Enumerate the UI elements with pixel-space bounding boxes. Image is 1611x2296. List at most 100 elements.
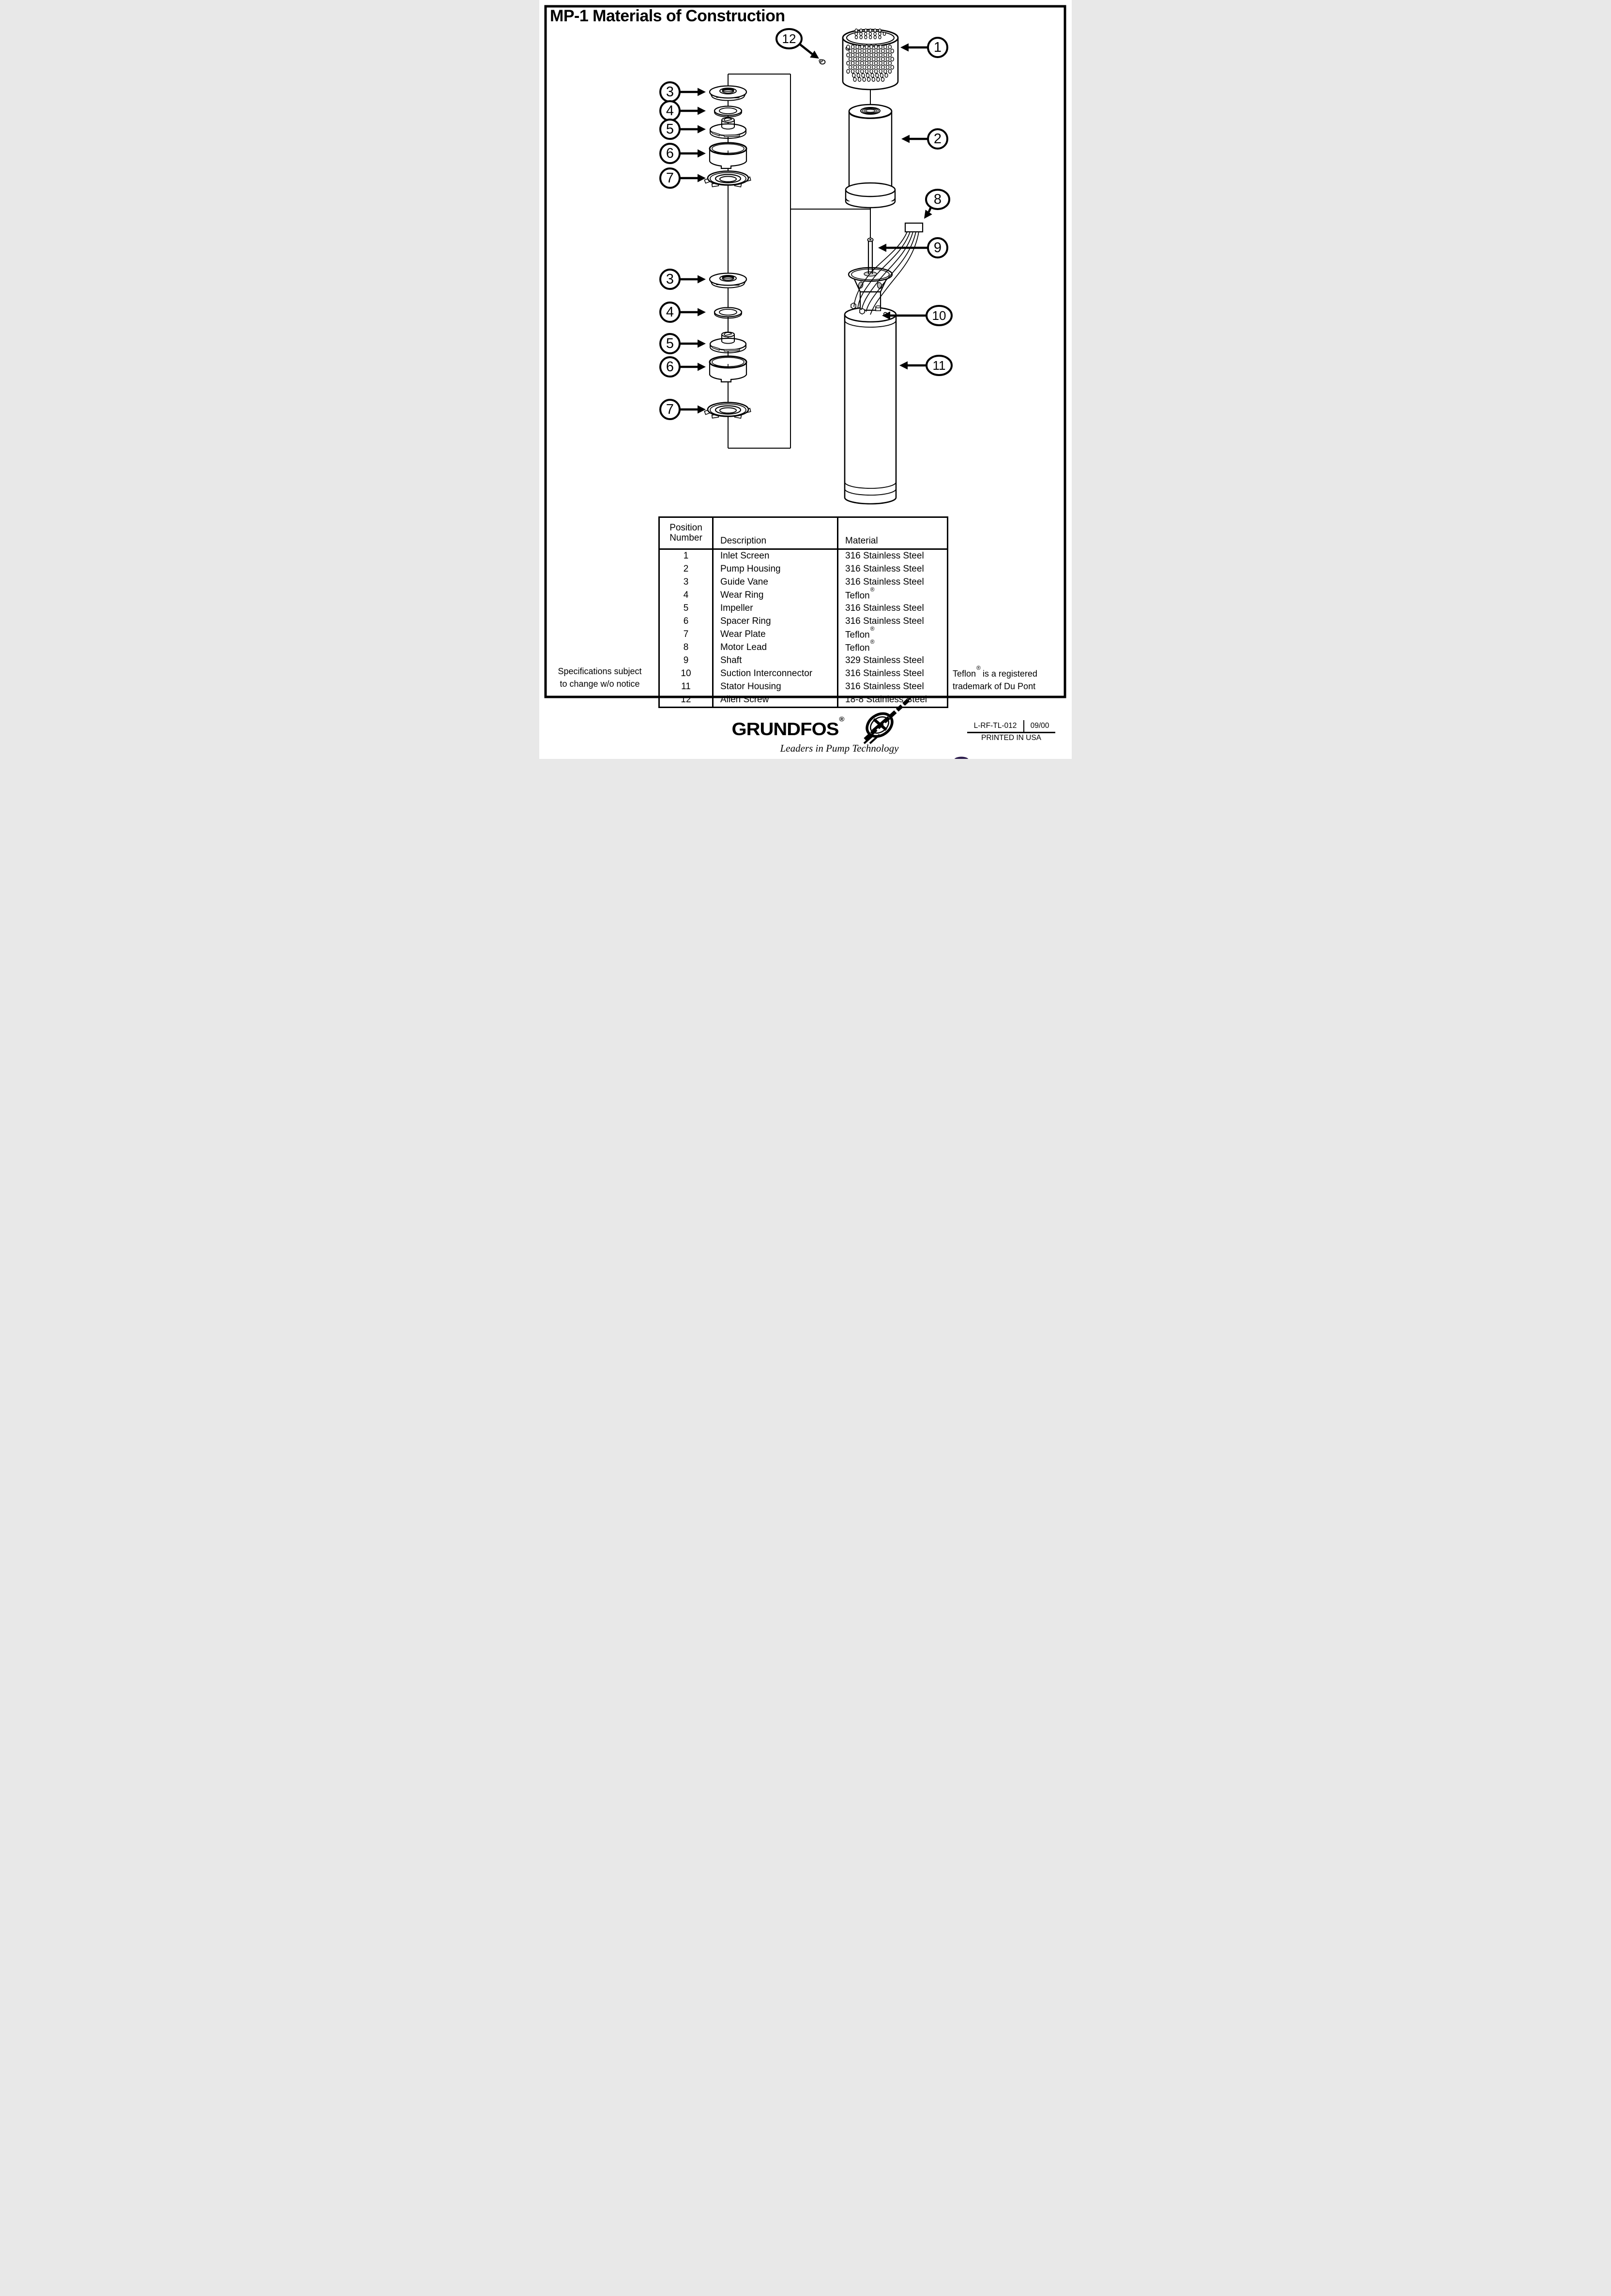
cell-material: Teflon® bbox=[837, 638, 948, 654]
callout-suction-interconnector: 10 bbox=[882, 305, 953, 326]
scan-artifact bbox=[954, 756, 969, 759]
assembly-routing-lines bbox=[728, 74, 871, 449]
cell-position: 2 bbox=[683, 564, 689, 574]
cell-description: Wear Plate bbox=[712, 628, 838, 641]
teflon-trademark-note: Teflon® is a registered trademark of Du … bbox=[953, 665, 1037, 691]
svg-text:10: 10 bbox=[932, 308, 946, 323]
svg-text:7: 7 bbox=[666, 170, 674, 186]
registered-mark: ® bbox=[870, 586, 875, 593]
motor-lead-connector bbox=[904, 222, 924, 233]
guide-vane bbox=[709, 85, 747, 101]
callout-wear-plate-stage2: 7 bbox=[659, 399, 706, 420]
svg-text:4: 4 bbox=[666, 304, 674, 320]
callout-impeller-stage2: 5 bbox=[659, 333, 706, 354]
screen-perforations bbox=[846, 29, 894, 82]
cell-material: 316 Stainless Steel bbox=[837, 615, 948, 628]
allen-screw bbox=[819, 59, 826, 65]
spacer-ring bbox=[709, 355, 747, 383]
doc-date: 09/00 bbox=[1023, 720, 1055, 732]
svg-text:7: 7 bbox=[666, 402, 674, 417]
svg-text:5: 5 bbox=[666, 336, 674, 351]
cell-description: Inlet Screen bbox=[712, 549, 838, 563]
svg-text:8: 8 bbox=[934, 192, 942, 207]
svg-text:12: 12 bbox=[782, 31, 796, 46]
svg-text:9: 9 bbox=[934, 240, 942, 256]
grundfos-logo: GRUNDFOS® bbox=[731, 715, 845, 740]
stator-housing bbox=[844, 306, 897, 505]
cell-material: 316 Stainless Steel bbox=[837, 602, 948, 615]
cell-description: Shaft bbox=[712, 654, 838, 667]
col-header-position: Position Number bbox=[659, 517, 713, 550]
cell-material: Teflon® bbox=[837, 586, 948, 602]
wear-plate bbox=[704, 170, 751, 188]
doc-number: L-RF-TL-012 bbox=[973, 722, 1017, 730]
svg-text:11: 11 bbox=[933, 358, 946, 373]
svg-text:6: 6 bbox=[666, 146, 674, 161]
document-reference: L-RF-TL-012 09/00 bbox=[967, 720, 1055, 733]
spacer-ring bbox=[709, 142, 747, 169]
impeller bbox=[709, 332, 747, 353]
cell-position: 5 bbox=[683, 603, 689, 614]
callout-spacer-ring-stage2: 6 bbox=[659, 356, 706, 378]
cell-position: 3 bbox=[683, 577, 689, 588]
callout-pump-housing: 2 bbox=[901, 128, 948, 150]
cell-description: Guide Vane bbox=[712, 576, 838, 589]
registered-mark: ® bbox=[870, 625, 875, 632]
cell-description: Motor Lead bbox=[712, 641, 838, 654]
col-header-description: Description bbox=[712, 517, 838, 550]
cell-position: 10 bbox=[681, 668, 691, 679]
cell-material: 18-8 Stainless Steel bbox=[837, 694, 948, 708]
cell-description: Allen Screw bbox=[712, 694, 838, 708]
callout-guide-vane-stage1: 3 bbox=[659, 81, 706, 103]
page-title: MP-1 Materials of Construction bbox=[550, 7, 785, 25]
svg-text:1: 1 bbox=[934, 40, 942, 55]
wear-ring bbox=[714, 307, 743, 319]
pump-stage-2 bbox=[704, 272, 751, 419]
cell-position: 1 bbox=[683, 551, 689, 561]
callout-motor-lead: 8 bbox=[924, 189, 950, 219]
cell-description: Spacer Ring bbox=[712, 615, 838, 628]
registered-mark: ® bbox=[839, 715, 844, 723]
cell-description: Wear Ring bbox=[712, 589, 838, 602]
cell-material: 316 Stainless Steel bbox=[837, 680, 948, 694]
svg-text:5: 5 bbox=[666, 121, 674, 137]
callout-allen-screw: 12 bbox=[775, 28, 819, 59]
cell-description: Pump Housing bbox=[712, 563, 838, 576]
callout-spacer-ring-stage1: 6 bbox=[659, 143, 706, 164]
suction-interconnector bbox=[848, 267, 893, 317]
callout-stator-housing: 11 bbox=[899, 355, 953, 376]
callout-impeller-stage1: 5 bbox=[659, 119, 706, 140]
cell-description: Suction Interconnector bbox=[712, 667, 838, 680]
wear-plate bbox=[704, 402, 751, 419]
inlet-screen bbox=[842, 29, 899, 91]
cell-material: 316 Stainless Steel bbox=[837, 576, 948, 589]
callout-wear-ring-stage2: 4 bbox=[659, 302, 706, 323]
wear-ring bbox=[714, 106, 743, 118]
pinwheel-logo-icon bbox=[863, 696, 912, 744]
cell-position: 11 bbox=[681, 681, 691, 692]
materials-table: Position Number Description Material 1 In… bbox=[658, 516, 948, 708]
table-header-row: Position Number Description Material bbox=[659, 517, 948, 550]
callout-inlet-screen: 1 bbox=[900, 37, 948, 58]
callout-wear-ring-stage1: 4 bbox=[659, 100, 706, 121]
printed-in-usa: PRINTED IN USA bbox=[981, 734, 1041, 742]
registered-mark: ® bbox=[976, 665, 981, 671]
callout-shaft: 9 bbox=[878, 237, 948, 258]
pump-housing bbox=[845, 104, 896, 209]
cell-position: 4 bbox=[683, 590, 689, 601]
